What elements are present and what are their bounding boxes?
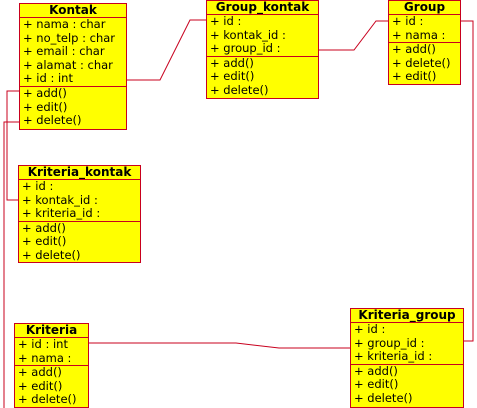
methods-section: + add() + edit() + delete() bbox=[19, 220, 140, 263]
assoc-kontak-kriteria bbox=[3, 121, 19, 408]
attribute: + nama : char bbox=[23, 17, 106, 31]
attribute: + alamat : char bbox=[23, 57, 113, 72]
attribute: + id : int bbox=[23, 71, 73, 86]
class-kriteria-kontak[interactable]: Kriteria_kontak + id : + kontak_id : + k… bbox=[18, 165, 141, 263]
attributes-section: + id : + kontak_id : + kriteria_id : bbox=[19, 179, 140, 222]
method: + delete() bbox=[23, 113, 82, 128]
attribute: + id : bbox=[22, 179, 54, 193]
attribute: + id : int bbox=[18, 337, 68, 351]
attribute: + email : char bbox=[23, 44, 105, 59]
attributes-section: + id : + group_id : + kriteria_id : bbox=[351, 322, 463, 365]
method: + delete() bbox=[18, 392, 77, 407]
class-title: Kriteria bbox=[15, 324, 88, 338]
attribute: + id : bbox=[354, 322, 386, 336]
attributes-section: + id : int + nama : bbox=[15, 337, 88, 367]
method: + add() bbox=[392, 42, 436, 57]
methods-section: + add() + edit() + delete() bbox=[351, 363, 463, 406]
method: + edit() bbox=[392, 69, 437, 84]
method: + delete() bbox=[392, 55, 451, 70]
class-kriteria-group[interactable]: Kriteria_group + id : + group_id : + kri… bbox=[350, 308, 464, 408]
methods-section: + add() + edit() + delete() bbox=[20, 85, 126, 128]
attribute: + kriteria_id : bbox=[354, 349, 433, 364]
method: + edit() bbox=[18, 378, 63, 393]
attribute: + nama : bbox=[392, 27, 446, 42]
method: + delete() bbox=[22, 247, 81, 262]
methods-section: + add() + delete() + edit() bbox=[389, 43, 460, 84]
class-group[interactable]: Group + id : + nama : + add() + delete()… bbox=[388, 0, 461, 85]
assoc-group-kontak-group bbox=[319, 20, 388, 51]
class-title: Kriteria_kontak bbox=[19, 166, 140, 180]
assoc-kontak-kriteria-kontak bbox=[6, 90, 19, 201]
class-title: Group_kontak bbox=[207, 1, 318, 15]
class-group-kontak[interactable]: Group_kontak + id : + kontak_id : + grou… bbox=[206, 0, 319, 99]
method: + delete() bbox=[354, 390, 413, 405]
attribute: + group_id : bbox=[354, 335, 425, 350]
attributes-section: + id : + kontak_id : + group_id : bbox=[207, 14, 318, 57]
method: + edit() bbox=[23, 99, 68, 114]
method: + delete() bbox=[210, 82, 269, 97]
attribute: + id : bbox=[392, 14, 424, 28]
class-title: Kriteria_group bbox=[351, 309, 463, 323]
attributes-section: + nama : char + no_telp : char + email :… bbox=[20, 17, 126, 87]
class-title: Kontak bbox=[20, 4, 126, 18]
attribute: + nama : bbox=[18, 350, 72, 365]
attribute: + kontak_id : bbox=[22, 192, 98, 207]
attribute: + no_telp : char bbox=[23, 30, 116, 45]
method: + edit() bbox=[210, 69, 255, 84]
assoc-kriteria-kriteria-group bbox=[89, 342, 350, 349]
method: + edit() bbox=[354, 377, 399, 392]
attribute: + group_id : bbox=[210, 41, 281, 56]
class-kriteria[interactable]: Kriteria + id : int + nama : + add() + e… bbox=[14, 323, 89, 408]
class-kontak[interactable]: Kontak + nama : char + no_telp : char + … bbox=[19, 3, 127, 130]
methods-section: + add() + edit() + delete() bbox=[207, 55, 318, 98]
attribute: + kriteria_id : bbox=[22, 206, 101, 221]
method: + add() bbox=[23, 85, 67, 100]
methods-section: + add() + edit() + delete() bbox=[15, 366, 88, 407]
attribute: + id : bbox=[210, 14, 242, 28]
assoc-kontak-group-kontak bbox=[127, 19, 206, 81]
method: + add() bbox=[210, 55, 254, 70]
method: + add() bbox=[22, 220, 66, 235]
method: + edit() bbox=[22, 234, 67, 249]
method: + add() bbox=[18, 365, 62, 380]
assoc-group-kriteria-group bbox=[461, 20, 474, 342]
method: + add() bbox=[354, 363, 398, 378]
class-title: Group bbox=[389, 1, 460, 15]
attribute: + kontak_id : bbox=[210, 27, 286, 42]
attributes-section: + id : + nama : bbox=[389, 14, 460, 44]
